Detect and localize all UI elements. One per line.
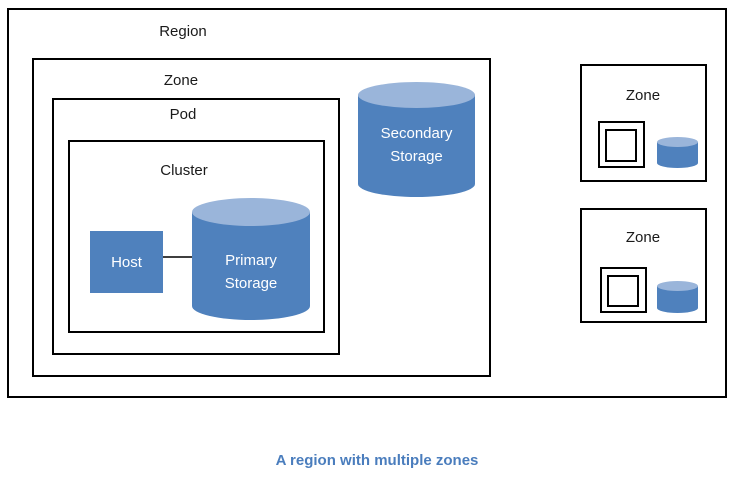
- primary-storage-label-line1: Primary: [225, 252, 277, 269]
- primary-storage-label: Primary Storage: [192, 249, 310, 295]
- zone-small-1-host-icon: [605, 129, 637, 162]
- region-box: [7, 8, 727, 398]
- zone-small-2-label: Zone: [625, 229, 661, 246]
- pod-box: [52, 98, 340, 355]
- zone-small-1-box: [580, 64, 707, 182]
- cylinder-top-cap: [657, 281, 698, 291]
- cylinder-body: [657, 142, 698, 163]
- cylinder-top-cap: [192, 198, 310, 226]
- pod-label: Pod: [169, 106, 197, 123]
- zone-box: [32, 58, 491, 377]
- zone-small-2-host-icon: [607, 275, 639, 307]
- cylinder-bottom-cap: [657, 303, 698, 313]
- zone-small-2-box: [580, 208, 707, 323]
- diagram-caption: A region with multiple zones: [275, 452, 479, 469]
- cylinder-body: [657, 286, 698, 308]
- region-label: Region: [159, 23, 207, 40]
- zone-label: Zone: [163, 72, 199, 89]
- cluster-label: Cluster: [160, 162, 208, 179]
- zone-small-1-label: Zone: [625, 87, 661, 104]
- secondary-storage-label: Secondary Storage: [358, 122, 475, 168]
- secondary-storage-cylinder: Secondary Storage: [358, 82, 475, 197]
- host-box: Host: [90, 231, 163, 293]
- host-label: Host: [111, 253, 142, 271]
- secondary-storage-label-line2: Storage: [390, 148, 443, 165]
- primary-storage-label-line2: Storage: [224, 275, 278, 292]
- cylinder-body: [358, 95, 475, 184]
- cluster-box: [68, 140, 325, 333]
- zone-small-2-storage-cylinder-icon: [657, 281, 698, 313]
- zone-small-1-storage-cylinder-icon: [657, 137, 698, 168]
- host-storage-connector-line: [163, 256, 192, 258]
- cylinder-body: [192, 212, 310, 306]
- cylinder-top-cap: [358, 82, 475, 108]
- primary-storage-cylinder: Primary Storage: [192, 198, 310, 320]
- cylinder-bottom-cap: [657, 158, 698, 168]
- secondary-storage-label-line1: Secondary: [380, 125, 453, 142]
- cylinder-top-cap: [657, 137, 698, 147]
